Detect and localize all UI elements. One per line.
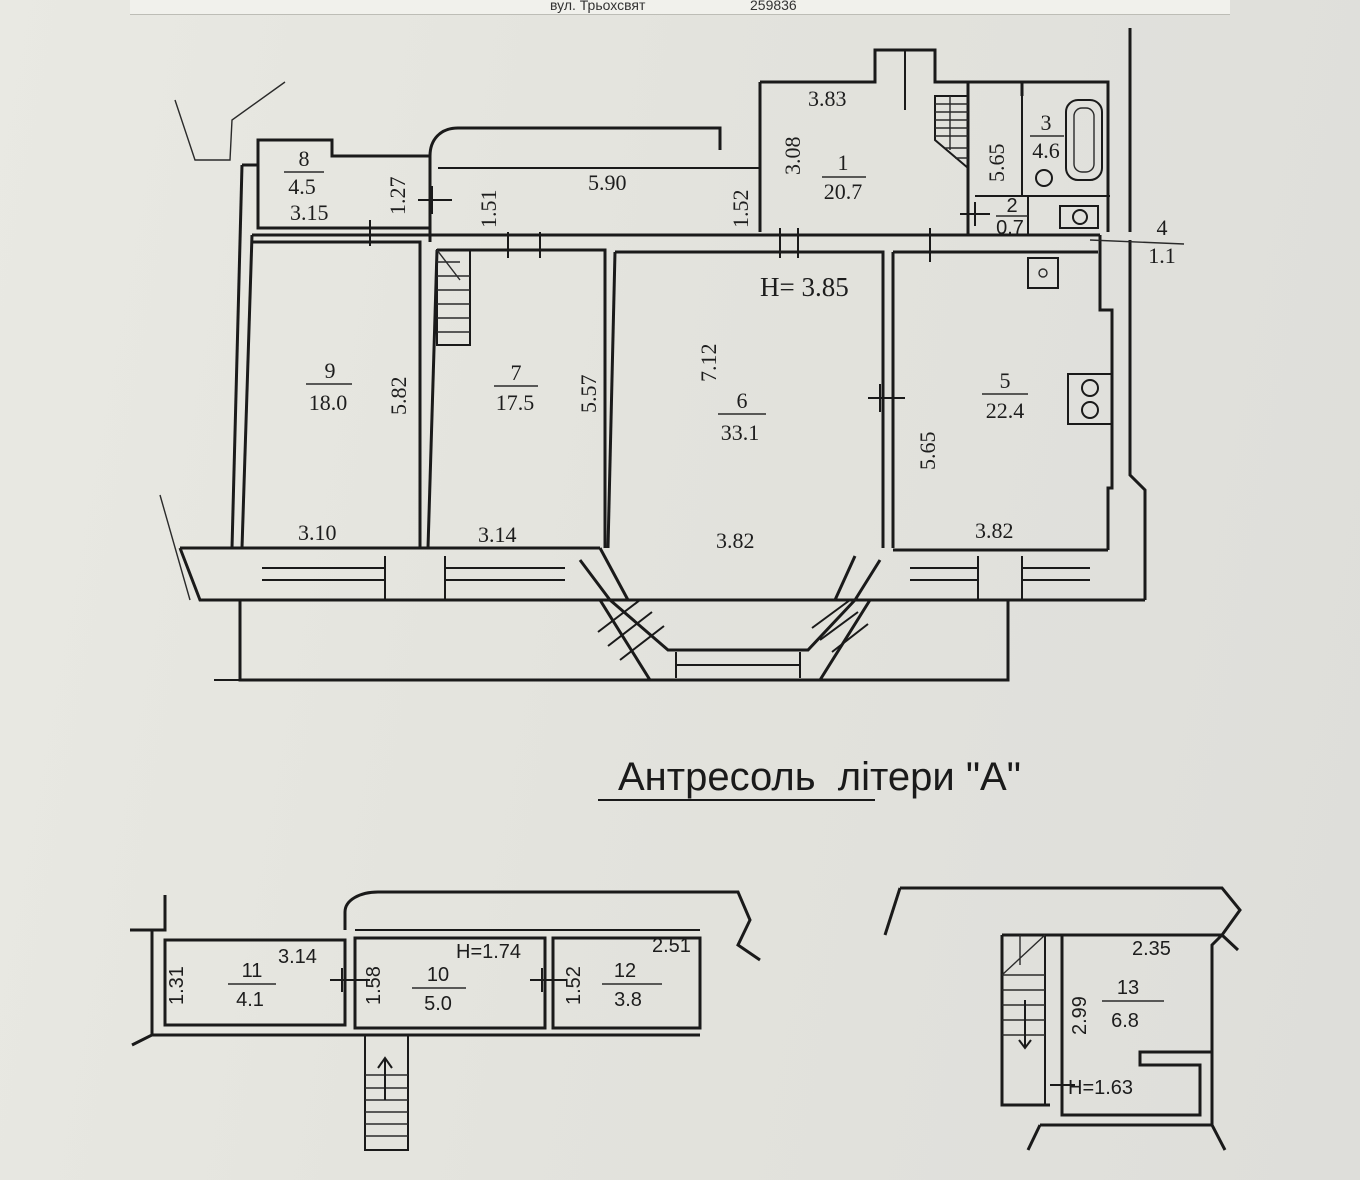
svg-text:17.5: 17.5 xyxy=(496,390,535,415)
svg-text:10: 10 xyxy=(427,964,449,986)
svg-text:3.8: 3.8 xyxy=(614,989,642,1011)
dim-314-mezz: 3.14 xyxy=(278,946,317,968)
bathroom-fixtures xyxy=(1027,99,1113,425)
svg-text:20.7: 20.7 xyxy=(824,179,863,204)
room-7-label: 7 17.5 xyxy=(494,360,538,415)
svg-text:12: 12 xyxy=(614,960,636,982)
main-floor-walls xyxy=(159,28,1147,682)
svg-text:6.8: 6.8 xyxy=(1111,1010,1139,1032)
svg-text:22.4: 22.4 xyxy=(986,398,1025,423)
room-8-label: 8 4.5 xyxy=(284,146,324,199)
svg-text:1: 1 xyxy=(838,150,849,175)
top-sheet-fragment: вул. Трьохсвят 259836 xyxy=(130,0,1230,15)
door-markers xyxy=(369,50,990,412)
code-fragment: 259836 xyxy=(750,0,797,13)
dim-382-room6: 3.82 xyxy=(716,528,755,553)
room-6-label: 6 33.1 xyxy=(718,388,766,445)
room-11-label: 11 4.1 xyxy=(228,960,276,1011)
main-dimensions: 3.83 3.08 5.65 5.90 1.51 1.52 1.27 3.15 … xyxy=(290,86,1014,553)
dim-565-room5: 5.65 xyxy=(915,432,940,471)
sink-icon xyxy=(1035,169,1053,187)
mezzanine-left-walls xyxy=(130,890,761,1151)
dim-310: 3.10 xyxy=(298,520,337,545)
dim-565-bath: 5.65 xyxy=(984,144,1009,183)
dim-314: 3.14 xyxy=(478,522,517,547)
room-1-label: 1 20.7 xyxy=(822,150,866,204)
svg-text:5.0: 5.0 xyxy=(424,993,452,1015)
svg-text:4.1: 4.1 xyxy=(236,989,264,1011)
dim-158: 1.58 xyxy=(363,966,385,1005)
dim-152: 1.52 xyxy=(728,190,753,229)
kitchen-sink-icon xyxy=(1027,257,1059,289)
dim-590: 5.90 xyxy=(588,170,627,195)
svg-text:1.1: 1.1 xyxy=(1148,243,1176,268)
toilet-icon xyxy=(1059,205,1099,229)
svg-text:4.6: 4.6 xyxy=(1032,138,1060,163)
dim-127: 1.27 xyxy=(385,177,410,216)
street-fragment: вул. Трьохсвят xyxy=(550,0,646,13)
dim-383: 3.83 xyxy=(808,86,847,111)
dim-152-mezz: 1.52 xyxy=(563,966,585,1005)
svg-text:7: 7 xyxy=(511,360,522,385)
svg-text:0.7: 0.7 xyxy=(996,217,1024,239)
dim-235: 2.35 xyxy=(1132,938,1171,960)
dim-382-room5: 3.82 xyxy=(975,518,1014,543)
main-room-labels: 1 20.7 2 0.7 3 4.6 4 1.1 5 22.4 6 33.1 xyxy=(284,110,1185,445)
room-9-label: 9 18.0 xyxy=(306,358,352,415)
mezzanine-title-group: Антресоль літери "А" xyxy=(598,755,1021,801)
dim-251: 2.51 xyxy=(652,935,691,957)
svg-text:5: 5 xyxy=(1000,368,1011,393)
mezz-right-height: H=1.63 xyxy=(1068,1077,1133,1099)
mezz-left-height: H=1.74 xyxy=(456,941,521,963)
dim-712: 7.12 xyxy=(696,344,721,383)
mezzanine-right-labels: 2.35 2.99 H=1.63 13 6.8 xyxy=(1068,938,1171,1099)
svg-text:18.0: 18.0 xyxy=(309,390,348,415)
room-12-label: 12 3.8 xyxy=(602,960,662,1011)
dim-131: 1.31 xyxy=(166,966,188,1005)
svg-text:6: 6 xyxy=(737,388,748,413)
dim-582: 5.82 xyxy=(386,377,411,416)
room-5-label: 5 22.4 xyxy=(982,368,1028,423)
hall-staircase xyxy=(934,95,969,171)
svg-text:8: 8 xyxy=(299,146,310,171)
mezzanine-left-labels: 1.31 3.14 1.58 1.52 2.51 H=1.74 11 4.1 1… xyxy=(166,935,691,1015)
room-3-label: 3 4.6 xyxy=(1030,110,1064,163)
dim-308: 3.08 xyxy=(780,137,805,176)
room-10-label: 10 5.0 xyxy=(412,964,466,1015)
mezzanine-title: Антресоль літери "А" xyxy=(618,755,1021,799)
svg-text:3: 3 xyxy=(1041,110,1052,135)
ceiling-height-label: H= 3.85 xyxy=(760,272,849,302)
svg-text:4: 4 xyxy=(1157,215,1168,240)
dim-315: 3.15 xyxy=(290,200,329,225)
room-13-label: 13 6.8 xyxy=(1102,977,1164,1032)
room-2-label: 2 0.7 xyxy=(996,195,1028,239)
svg-text:2: 2 xyxy=(1006,195,1017,217)
svg-text:13: 13 xyxy=(1117,977,1139,999)
svg-text:11: 11 xyxy=(242,960,263,982)
room-4-label: 4 1.1 xyxy=(1089,215,1185,268)
svg-text:9: 9 xyxy=(325,358,336,383)
room7-staircase xyxy=(436,249,471,346)
mezzanine-right-walls xyxy=(883,886,1242,1151)
dim-557: 5.57 xyxy=(576,375,601,414)
stove-icon xyxy=(1067,373,1113,425)
dim-299: 2.99 xyxy=(1069,996,1091,1035)
bathtub-icon xyxy=(1065,99,1103,181)
dim-151: 1.51 xyxy=(476,190,501,229)
svg-text:4.5: 4.5 xyxy=(288,174,316,199)
svg-text:33.1: 33.1 xyxy=(721,420,760,445)
